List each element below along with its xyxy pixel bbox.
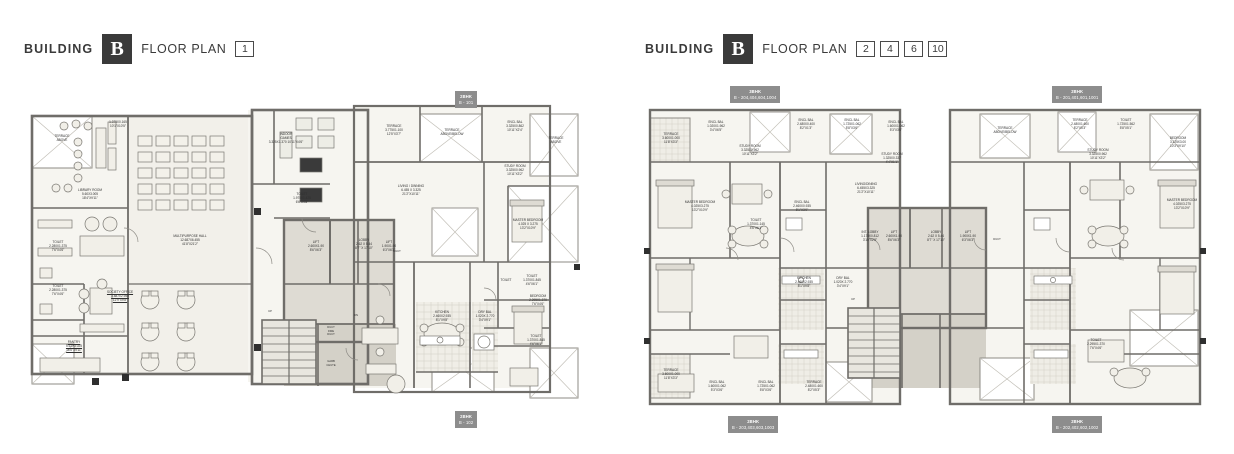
plan-svg-right — [644, 108, 1206, 406]
floorplan-label-left: FLOOR PLAN — [141, 42, 227, 56]
floorplan-numbers-right: 2 4 6 10 — [856, 41, 948, 57]
unit-type: 2BHK — [1071, 418, 1084, 424]
unit-tag: 2BHK B - 101 — [455, 91, 478, 109]
floorplan-numbers-left: 1 — [235, 41, 255, 57]
doors — [123, 217, 497, 361]
unit-numbers: B - 203,403,603,1003 — [732, 424, 775, 430]
unit-type: 2BHK — [460, 413, 473, 419]
building-label-left: BUILDING — [24, 42, 94, 56]
unit-tag: 2BHK B - 203,403,603,1003 — [728, 416, 779, 434]
furniture-pantry — [39, 267, 101, 373]
floorplan-label-right: FLOOR PLAN — [762, 42, 848, 56]
furniture-multipurpose-hall — [137, 135, 225, 372]
building-label-right: BUILDING — [645, 42, 715, 56]
building-badge-right: B — [723, 34, 754, 64]
unit-type: 2BHK — [1071, 88, 1084, 94]
floorplan-number[interactable]: 10 — [928, 41, 948, 57]
furniture-apartment — [361, 199, 545, 394]
staircase — [847, 307, 901, 379]
unit-type: 2BHK — [747, 418, 760, 424]
floorplan-number[interactable]: 4 — [880, 41, 900, 57]
furniture-indoor-games — [279, 117, 335, 203]
floor-plan-drawing-right: 3BHK B - 204,404,604,1004 2BHK B - 201,4… — [630, 86, 1220, 434]
header-left: BUILDING B FLOOR PLAN 1 — [24, 34, 255, 64]
staircase — [261, 319, 317, 385]
plan-markers — [92, 208, 580, 385]
doors — [725, 237, 1125, 261]
unit-numbers: B - 102 — [459, 419, 474, 425]
plan-svg-left — [30, 104, 580, 399]
unit-numbers: B - 101 — [459, 99, 474, 105]
unit-tag: 2BHK B - 202,402,602,1002 — [1052, 416, 1103, 434]
unit-tag: 2BHK B - 102 — [455, 411, 478, 429]
floorplan-number[interactable]: 2 — [856, 41, 876, 57]
unit-type: 3BHK — [749, 88, 762, 94]
floorplan-number[interactable]: 1 — [235, 41, 255, 57]
unit-numbers: B - 202,402,602,1002 — [1056, 424, 1099, 430]
kitchen-fixtures — [419, 333, 495, 351]
plan-markers — [644, 248, 1206, 344]
unit-type: 2BHK — [460, 93, 473, 99]
furniture-society-office — [78, 278, 125, 333]
kitchen-fixtures — [781, 217, 1073, 359]
building-badge-left: B — [102, 34, 133, 64]
furniture-library — [37, 119, 125, 257]
header-right: BUILDING B FLOOR PLAN 2 4 6 10 — [645, 34, 948, 64]
unit-tag: 3BHK B - 204,404,604,1004 — [730, 86, 781, 104]
unit-numbers: B - 201,401,601,1001 — [1056, 94, 1099, 100]
floor-plan-drawing-left: 2BHK B - 101 2BHK B - 102 TERRACE ABOVE … — [18, 88, 618, 429]
floorplan-number[interactable]: 6 — [904, 41, 924, 57]
furniture-apartment — [655, 179, 1197, 393]
unit-tag: 2BHK B - 201,401,601,1001 — [1052, 86, 1103, 104]
unit-numbers: B - 204,404,604,1004 — [734, 94, 777, 100]
